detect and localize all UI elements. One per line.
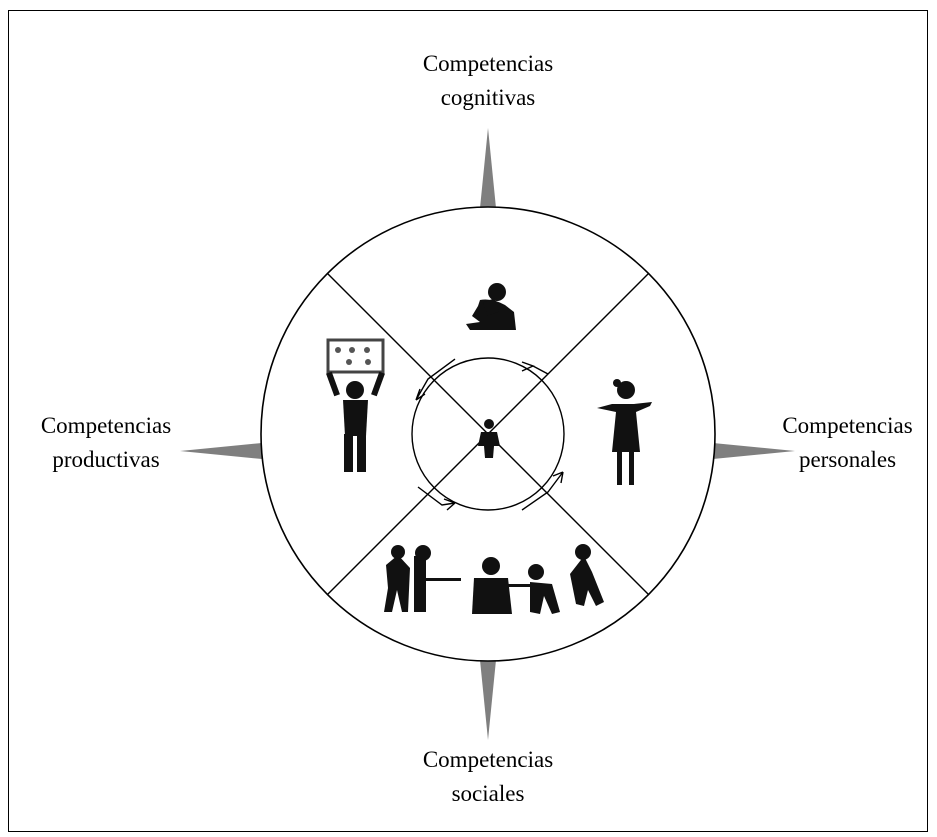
arrow-bottom-left	[417, 486, 456, 511]
pointer-bottom	[480, 660, 496, 740]
label-social-line2: sociales	[451, 781, 525, 806]
girl-shrugging-icon	[597, 379, 652, 485]
pointer-top	[480, 128, 496, 208]
child-with-sign-icon	[326, 338, 385, 472]
label-cognitive-line1: Competencias	[422, 51, 554, 76]
arrow-bottom-right	[521, 471, 564, 511]
arrow-top-left	[415, 358, 456, 401]
label-productive-line1: Competencias	[40, 413, 172, 438]
pointer-right	[713, 443, 795, 459]
pointer-left	[180, 443, 262, 459]
label-productive-line2: productivas	[52, 447, 160, 472]
label-personal: Competencias personales	[760, 409, 935, 477]
label-social: Competencias sociales	[398, 743, 578, 811]
label-cognitive-line2: cognitivas	[440, 85, 536, 110]
cycle-arrows	[415, 358, 564, 511]
label-personal-line2: personales	[798, 447, 897, 472]
inner-cycle-circle	[411, 357, 565, 511]
label-productive: Competencias productivas	[16, 409, 196, 477]
label-personal-line1: Competencias	[782, 413, 913, 438]
arrow-top-right	[521, 361, 549, 375]
center-child-icon	[478, 419, 500, 458]
dancing-children-icon	[384, 544, 604, 614]
label-cognitive: Competencias cognitivas	[398, 47, 578, 115]
reading-child-icon	[466, 283, 516, 330]
label-social-line1: Competencias	[422, 747, 554, 772]
